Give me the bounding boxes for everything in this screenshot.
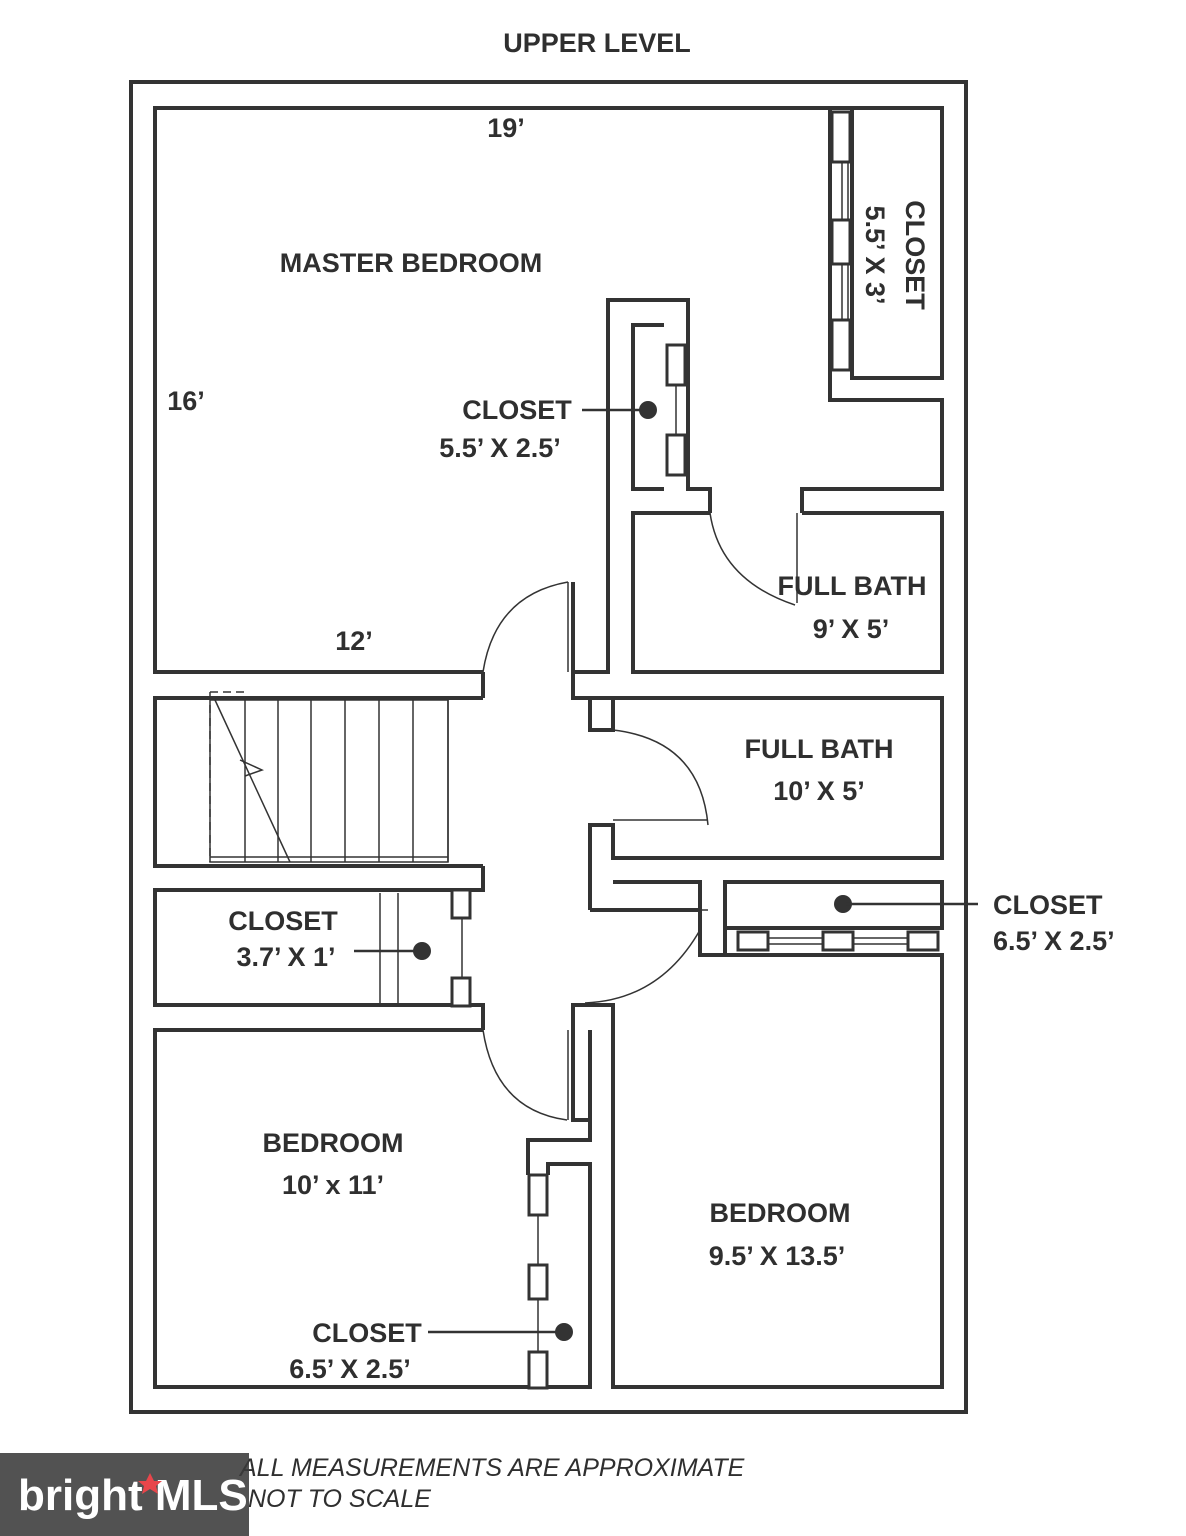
leader-dot	[555, 1323, 573, 1341]
bedroom-3-size: 9.5’ X 13.5’	[709, 1241, 846, 1271]
closet-door-panel	[450, 888, 472, 920]
full-bath-1-size: 9’ X 5’	[813, 614, 890, 644]
floor-title: UPPER LEVEL	[503, 28, 691, 58]
master-closet-right-walls	[830, 106, 944, 380]
leader-dot	[639, 401, 657, 419]
bedroom-2-walls	[153, 1028, 592, 1390]
master-door-swing	[482, 581, 569, 673]
closet-door-panel	[527, 1263, 549, 1301]
star-icon	[138, 1473, 162, 1494]
master-bedroom-label: MASTER BEDROOM	[280, 248, 543, 278]
closet-door-panel	[830, 318, 852, 372]
master-bedroom-walls	[153, 106, 944, 698]
master-dim-top: 19’	[487, 113, 525, 143]
bright-mls-watermark: bright MLS	[0, 1453, 249, 1536]
full-bath-1-name: FULL BATH	[778, 571, 927, 601]
closet-door-panel	[527, 1350, 549, 1390]
hall-closet-right-size: 6.5’ X 2.5’	[993, 926, 1115, 956]
full-bath-1-walls	[631, 511, 944, 674]
bedroom-3-walls	[571, 929, 944, 1389]
hall-closet-left-size: 3.7’ X 1’	[236, 942, 335, 972]
hall-closet-left-walls	[153, 866, 485, 1030]
bedroom-2-closet-size: 6.5’ X 2.5’	[289, 1354, 411, 1384]
hall-closet-right-name: CLOSET	[993, 890, 1103, 920]
full-bath-2-name: FULL BATH	[745, 734, 894, 764]
note-not-to-scale: NOT TO SCALE	[248, 1485, 431, 1513]
staircase	[153, 691, 483, 868]
master-closet-center-size: 5.5’ X 2.5’	[439, 433, 561, 463]
hall-closet-right-walls	[590, 880, 944, 957]
bedroom-3-name: BEDROOM	[710, 1198, 851, 1228]
bedroom-2-closet-name: CLOSET	[312, 1318, 422, 1348]
closet-door-panel	[450, 976, 472, 1008]
bedroom-2-name: BEDROOM	[263, 1128, 404, 1158]
closet-door-panel	[821, 930, 855, 952]
master-closet-right-name: CLOSET	[900, 200, 930, 310]
master-dim-bottom: 12’	[335, 626, 373, 656]
bedroom-2-size: 10’ x 11’	[282, 1170, 384, 1200]
master-closet-center-walls	[631, 323, 687, 491]
watermark-text: bright MLS	[18, 1471, 248, 1520]
closet-door-panel	[665, 433, 687, 477]
master-dim-side: 16’	[167, 386, 205, 416]
closet-door-panel	[830, 218, 852, 266]
closet-door-panel	[665, 343, 687, 387]
master-closet-center-name: CLOSET	[462, 395, 572, 425]
closet-door-panel	[736, 930, 770, 952]
outer-walls	[129, 80, 968, 1414]
hall-closet-left-name: CLOSET	[228, 906, 338, 936]
full-bath-2-size: 10’ X 5’	[773, 776, 865, 806]
closet-door-panel	[527, 1173, 549, 1217]
master-closet-right-size: 5.5’ X 3’	[860, 205, 890, 304]
leader-dot	[413, 942, 431, 960]
master-closet-right-label: CLOSET 5.5’ X 3’	[860, 200, 930, 310]
full-bath-2-walls	[571, 672, 944, 910]
closet-door-panel	[906, 930, 940, 952]
note-approximate: ALL MEASUREMENTS ARE APPROXIMATE	[238, 1454, 745, 1482]
leader-dot	[834, 895, 852, 913]
closet-door-panel	[830, 110, 852, 164]
